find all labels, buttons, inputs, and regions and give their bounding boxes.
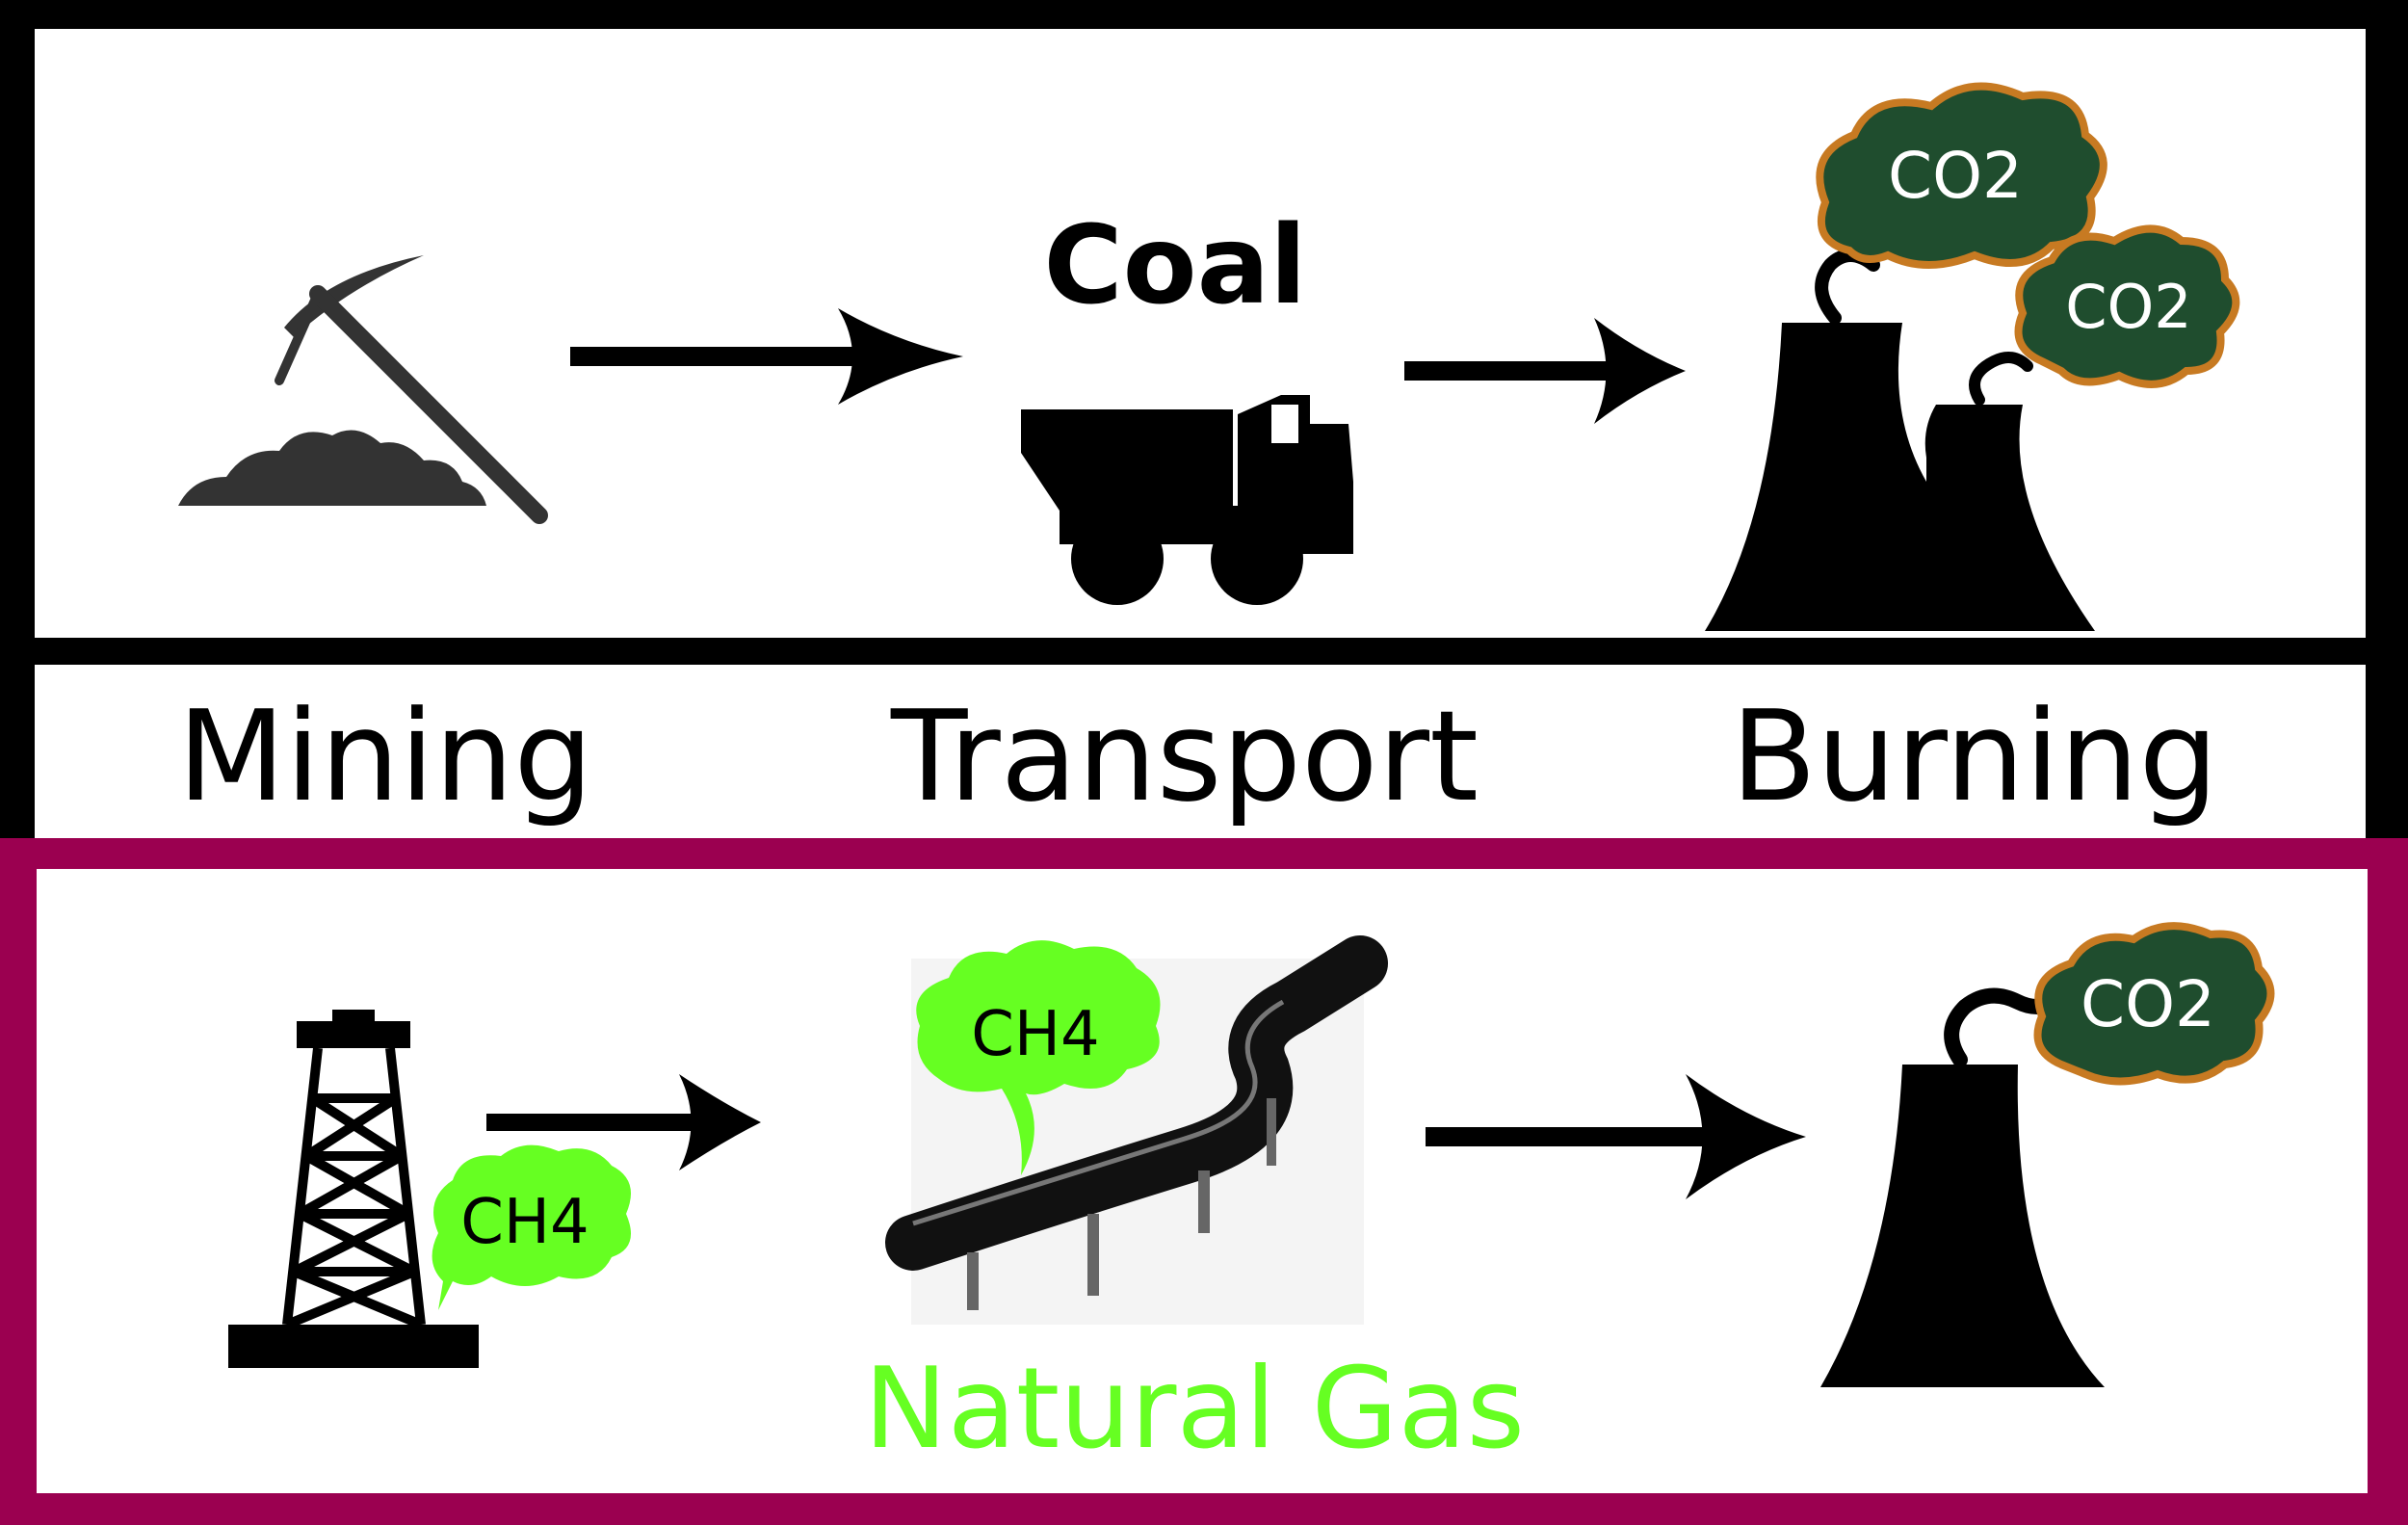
coal-title: Coal [1043,203,1307,329]
co2-label-3: CO2 [2081,967,2215,1041]
stage-label-strip [35,665,2366,838]
oil-derrick-icon [228,1010,479,1368]
power-plant-icon [1705,249,2095,631]
co2-cloud-icon: CO2 [2033,922,2275,1086]
co2-label-1: CO2 [1888,139,2023,213]
dump-truck-icon [1021,395,1353,605]
arrow-derrick-to-pipeline [486,1074,761,1170]
stage-label-transport: Transport [890,683,1479,829]
arrow-transport-to-burning [1404,318,1686,424]
stage-label-burning: Burning [1730,683,2219,829]
co2-label-2: CO2 [2065,272,2192,342]
stage-label-mining: Mining [177,683,593,829]
ch4-cloud-icon: CH4 [432,1144,631,1310]
ch4-label-pipeline: CH4 [971,999,1100,1070]
ch4-label-derrick: CH4 [460,1187,589,1258]
co2-cloud-icon: CO2 [2014,224,2240,388]
arrow-pipeline-to-burning [1426,1074,1806,1199]
pickaxe-icon [178,255,548,524]
co2-cloud-icon: CO2 [1816,82,2107,269]
natural-gas-title: Natural Gas [863,1344,1526,1474]
ch4-cloud-icon: CH4 [916,940,1161,1175]
arrow-mining-to-transport [570,308,963,405]
